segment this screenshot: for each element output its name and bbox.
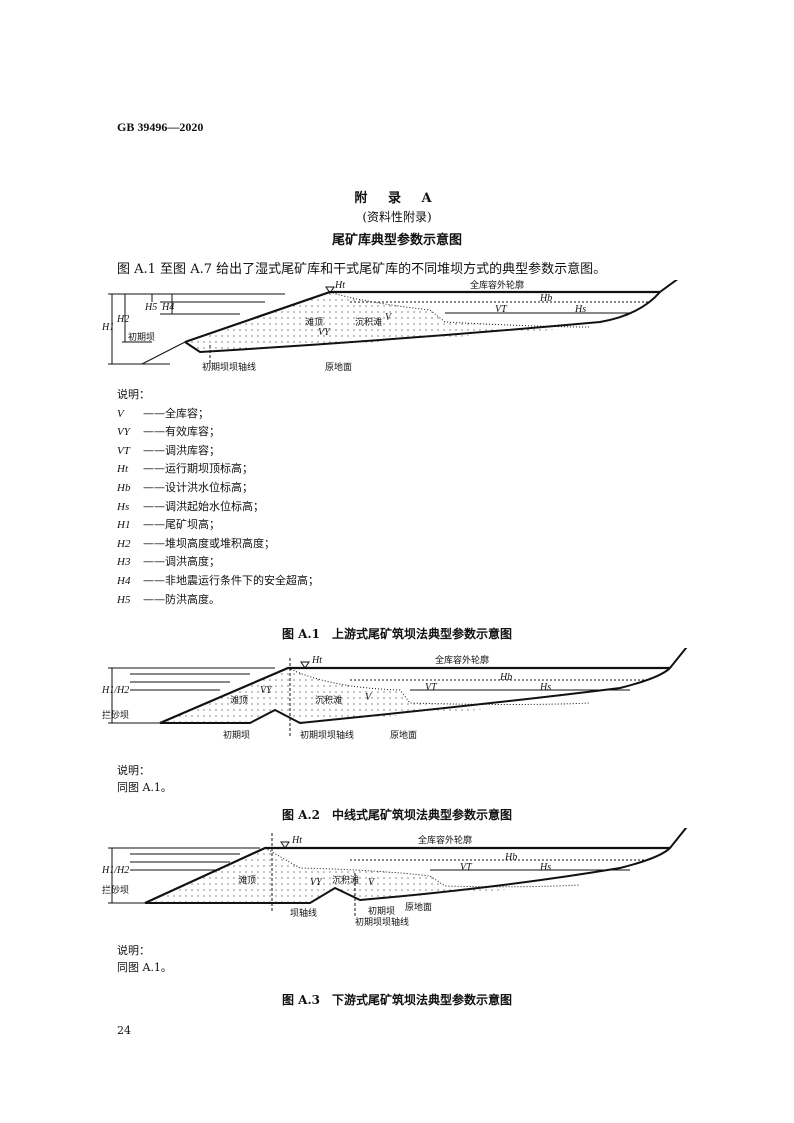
label-vt: VT <box>460 862 473 873</box>
label-ht: Ht <box>334 280 345 291</box>
label-hb: Hb <box>539 293 552 304</box>
label-dam-axis: 坝轴线 <box>290 907 317 919</box>
label-vy: VY <box>318 327 331 338</box>
figure-a2-note: 说明：同图 A.1。 <box>117 764 172 794</box>
label-ground: 原地面 <box>405 901 432 913</box>
label-starter-dam: 初期坝 <box>223 729 250 741</box>
label-h2: H2 <box>116 314 129 325</box>
label-starter-axis: 初期坝坝轴线 <box>355 916 409 928</box>
label-sand-dam: 拦砂坝 <box>102 709 129 721</box>
appendix-type: (资料性附录) <box>362 210 432 224</box>
label-beach: 沉积滩 <box>355 316 382 328</box>
legend-item: H1——尾矿坝高； <box>117 518 220 532</box>
label-hb: Hb <box>504 852 517 863</box>
label-h1-h2: H1/H2 <box>101 685 129 696</box>
label-vt: VT <box>495 304 508 315</box>
label-h1-h2: H1/H2 <box>101 865 129 876</box>
figure-a3-note: 说明：同图 A.1。 <box>117 944 172 974</box>
label-outline: 全库容外轮廓 <box>435 654 489 666</box>
label-hs: Hs <box>539 862 551 873</box>
figure-a1-diagram: Ht 全库容外轮廓 Hb Hs VT 滩顶 沉积滩 V VY 初期坝 初期坝坝轴… <box>101 280 679 373</box>
figure-a3-caption: 图 A.3 下游式尾矿筑坝法典型参数示意图 <box>281 993 513 1007</box>
legend-item: VT——调洪库容； <box>117 443 220 457</box>
label-beach-top: 滩顶 <box>230 694 248 706</box>
label-starter-dam: 初期坝 <box>128 331 155 343</box>
appendix-subtitle: 尾矿库典型参数示意图 <box>331 233 462 248</box>
legend-item: H4——非地震运行条件下的安全超高； <box>117 573 319 587</box>
figure-a1-caption: 图 A.1 上游式尾矿筑坝法典型参数示意图 <box>281 627 513 641</box>
legend-item: Hb——设计洪水位标高； <box>117 480 253 494</box>
label-h4: H4 <box>161 302 174 313</box>
intro-paragraph: 图 A.1 至图 A.7 给出了湿式尾矿库和干式尾矿库的不同堆坝方式的典型参数示… <box>117 262 607 277</box>
label-vy: VY <box>260 685 273 696</box>
standard-number: GB 39496—2020 <box>117 120 204 134</box>
label-vy: VY <box>310 877 323 888</box>
label-hs: Hs <box>574 304 586 315</box>
label-hs: Hs <box>539 682 551 693</box>
label-beach: 沉积滩 <box>315 694 342 706</box>
label-beach: 沉积滩 <box>332 874 359 886</box>
label-ground: 原地面 <box>325 361 352 373</box>
legend: 说明： V——全库容； VY——有效库容； VT——调洪库容； Ht——运行期坝… <box>117 386 319 609</box>
legend-item: H3——调洪高度； <box>117 555 220 569</box>
figure-a2-diagram: Ht 全库容外轮廓 Hb Hs VT 滩顶 沉积滩 VY V 拦砂坝 初期坝 初… <box>101 648 688 741</box>
label-v: V <box>365 692 373 703</box>
appendix-title: 附 录 A <box>354 191 440 206</box>
label-outline: 全库容外轮廓 <box>470 280 524 291</box>
legend-item: H2——堆坝高度或堆积高度； <box>117 536 275 550</box>
label-sand-dam: 拦砂坝 <box>102 884 129 896</box>
label-h5: H5 <box>144 302 157 313</box>
label-h1: H1 <box>101 322 114 333</box>
figure-a2-caption: 图 A.2 中线式尾矿筑坝法典型参数示意图 <box>281 808 513 822</box>
legend-item: Ht——运行期坝顶标高； <box>117 462 253 476</box>
label-v: V <box>385 312 393 323</box>
label-ground: 原地面 <box>390 729 417 741</box>
legend-item: Hs——调洪起始水位标高； <box>117 499 264 513</box>
label-starter-axis: 初期坝坝轴线 <box>202 361 256 373</box>
label-outline: 全库容外轮廓 <box>418 834 472 846</box>
label-starter-axis: 初期坝坝轴线 <box>300 729 354 741</box>
legend-item: V——全库容； <box>117 406 209 420</box>
label-ht: Ht <box>311 655 322 666</box>
legend-item: H5——防洪高度。 <box>117 592 220 606</box>
legend-item: VY——有效库容； <box>117 425 220 439</box>
label-beach-top: 滩顶 <box>238 874 256 886</box>
label-vt: VT <box>425 682 438 693</box>
figure-a3-diagram: Ht 全库容外轮廓 Hb Hs VT 滩顶 沉积滩 VY V 拦砂坝 坝轴线 初… <box>101 828 688 928</box>
label-starter-dam: 初期坝 <box>368 905 395 917</box>
page-number: 24 <box>117 1024 131 1037</box>
label-v: V <box>368 877 376 888</box>
label-ht: Ht <box>291 835 302 846</box>
legend-title: 说明： <box>117 388 150 401</box>
label-beach-top: 滩顶 <box>305 316 323 328</box>
label-hb: Hb <box>499 672 512 683</box>
